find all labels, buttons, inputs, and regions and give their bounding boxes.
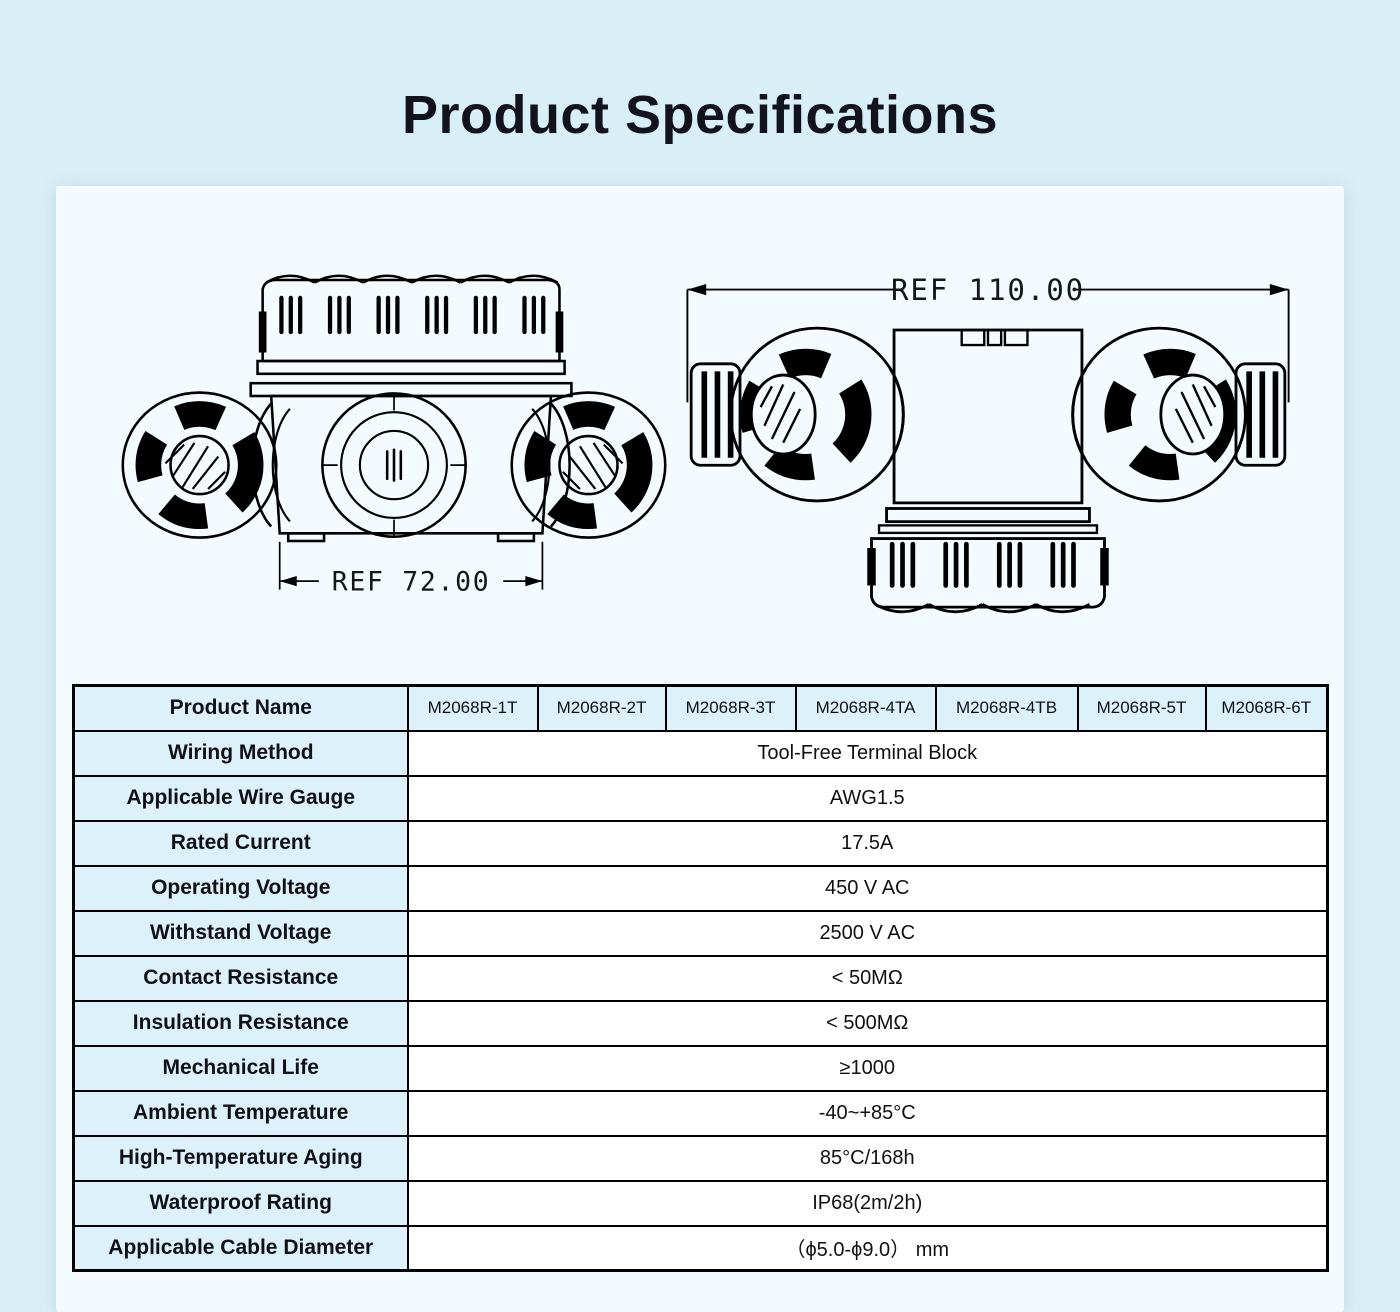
row-label: Wiring Method xyxy=(72,729,409,777)
table-row: Applicable Cable Diameter （ϕ5.0-ϕ9.0） mm xyxy=(72,1224,1329,1272)
table-row: Insulation Resistance < 500MΩ xyxy=(72,999,1329,1047)
row-value: < 50MΩ xyxy=(406,954,1329,1002)
connector-front-line-art: REF 72.00 xyxy=(121,274,667,597)
row-label: Ambient Temperature xyxy=(72,1089,409,1137)
model-cell: M2068R-6T xyxy=(1204,684,1329,732)
row-label: Mechanical Life xyxy=(72,1044,409,1092)
row-value: 85°C/168h xyxy=(406,1134,1329,1182)
table-row: Ambient Temperature -40~+85°C xyxy=(72,1089,1329,1137)
model-cell: M2068R-5T xyxy=(1076,684,1207,732)
page-title: Product Specifications xyxy=(401,85,999,145)
table-row: Applicable Wire Gauge AWG1.5 xyxy=(72,774,1329,822)
row-value: 2500 V AC xyxy=(406,909,1329,957)
drawing-side-view: REF 110.00 xyxy=(678,266,1298,642)
row-value: （ϕ5.0-ϕ9.0） mm xyxy=(406,1224,1329,1272)
row-label: Insulation Resistance xyxy=(72,999,409,1047)
row-label: Applicable Cable Diameter xyxy=(72,1224,409,1272)
connector-side-line-art: REF 110.00 xyxy=(686,273,1290,614)
dimension-label-front: REF 72.00 xyxy=(332,566,491,597)
table-row: Operating Voltage 450 V AC xyxy=(72,864,1329,912)
table-row: Withstand Voltage 2500 V AC xyxy=(72,909,1329,957)
row-label: Product Name xyxy=(72,684,409,732)
spec-table: Product Name M2068R-1T M2068R-2T M2068R-… xyxy=(72,684,1329,1272)
row-value: 17.5A xyxy=(406,819,1329,867)
model-cell: M2068R-4TB xyxy=(934,684,1079,732)
model-cell: M2068R-4TA xyxy=(794,684,937,732)
row-label: Contact Resistance xyxy=(72,954,409,1002)
table-row: Rated Current 17.5A xyxy=(72,819,1329,867)
row-label: Applicable Wire Gauge xyxy=(72,774,409,822)
row-value: 450 V AC xyxy=(406,864,1329,912)
row-label: Waterproof Rating xyxy=(72,1179,409,1227)
row-value: AWG1.5 xyxy=(406,774,1329,822)
table-row: Wiring Method Tool-Free Terminal Block xyxy=(72,729,1329,777)
table-row-product-name: Product Name M2068R-1T M2068R-2T M2068R-… xyxy=(72,684,1329,732)
row-label: Operating Voltage xyxy=(72,864,409,912)
model-cell: M2068R-3T xyxy=(664,684,797,732)
drawing-front-view: REF 72.00 xyxy=(104,232,684,618)
table-row: High-Temperature Aging 85°C/168h xyxy=(72,1134,1329,1182)
row-label: Withstand Voltage xyxy=(72,909,409,957)
row-label: High-Temperature Aging xyxy=(72,1134,409,1182)
row-value: -40~+85°C xyxy=(406,1089,1329,1137)
model-cell: M2068R-1T xyxy=(406,684,539,732)
spec-card: REF 72.00 REF 110.00 xyxy=(56,186,1344,1312)
table-row: Contact Resistance < 50MΩ xyxy=(72,954,1329,1002)
row-value: ≥1000 xyxy=(406,1044,1329,1092)
table-row: Waterproof Rating IP68(2m/2h) xyxy=(72,1179,1329,1227)
dimension-label-side: REF 110.00 xyxy=(891,273,1085,307)
row-label: Rated Current xyxy=(72,819,409,867)
row-value: < 500MΩ xyxy=(406,999,1329,1047)
row-value: IP68(2m/2h) xyxy=(406,1179,1329,1227)
model-cell: M2068R-2T xyxy=(536,684,667,732)
row-value: Tool-Free Terminal Block xyxy=(406,729,1329,777)
table-row: Mechanical Life ≥1000 xyxy=(72,1044,1329,1092)
